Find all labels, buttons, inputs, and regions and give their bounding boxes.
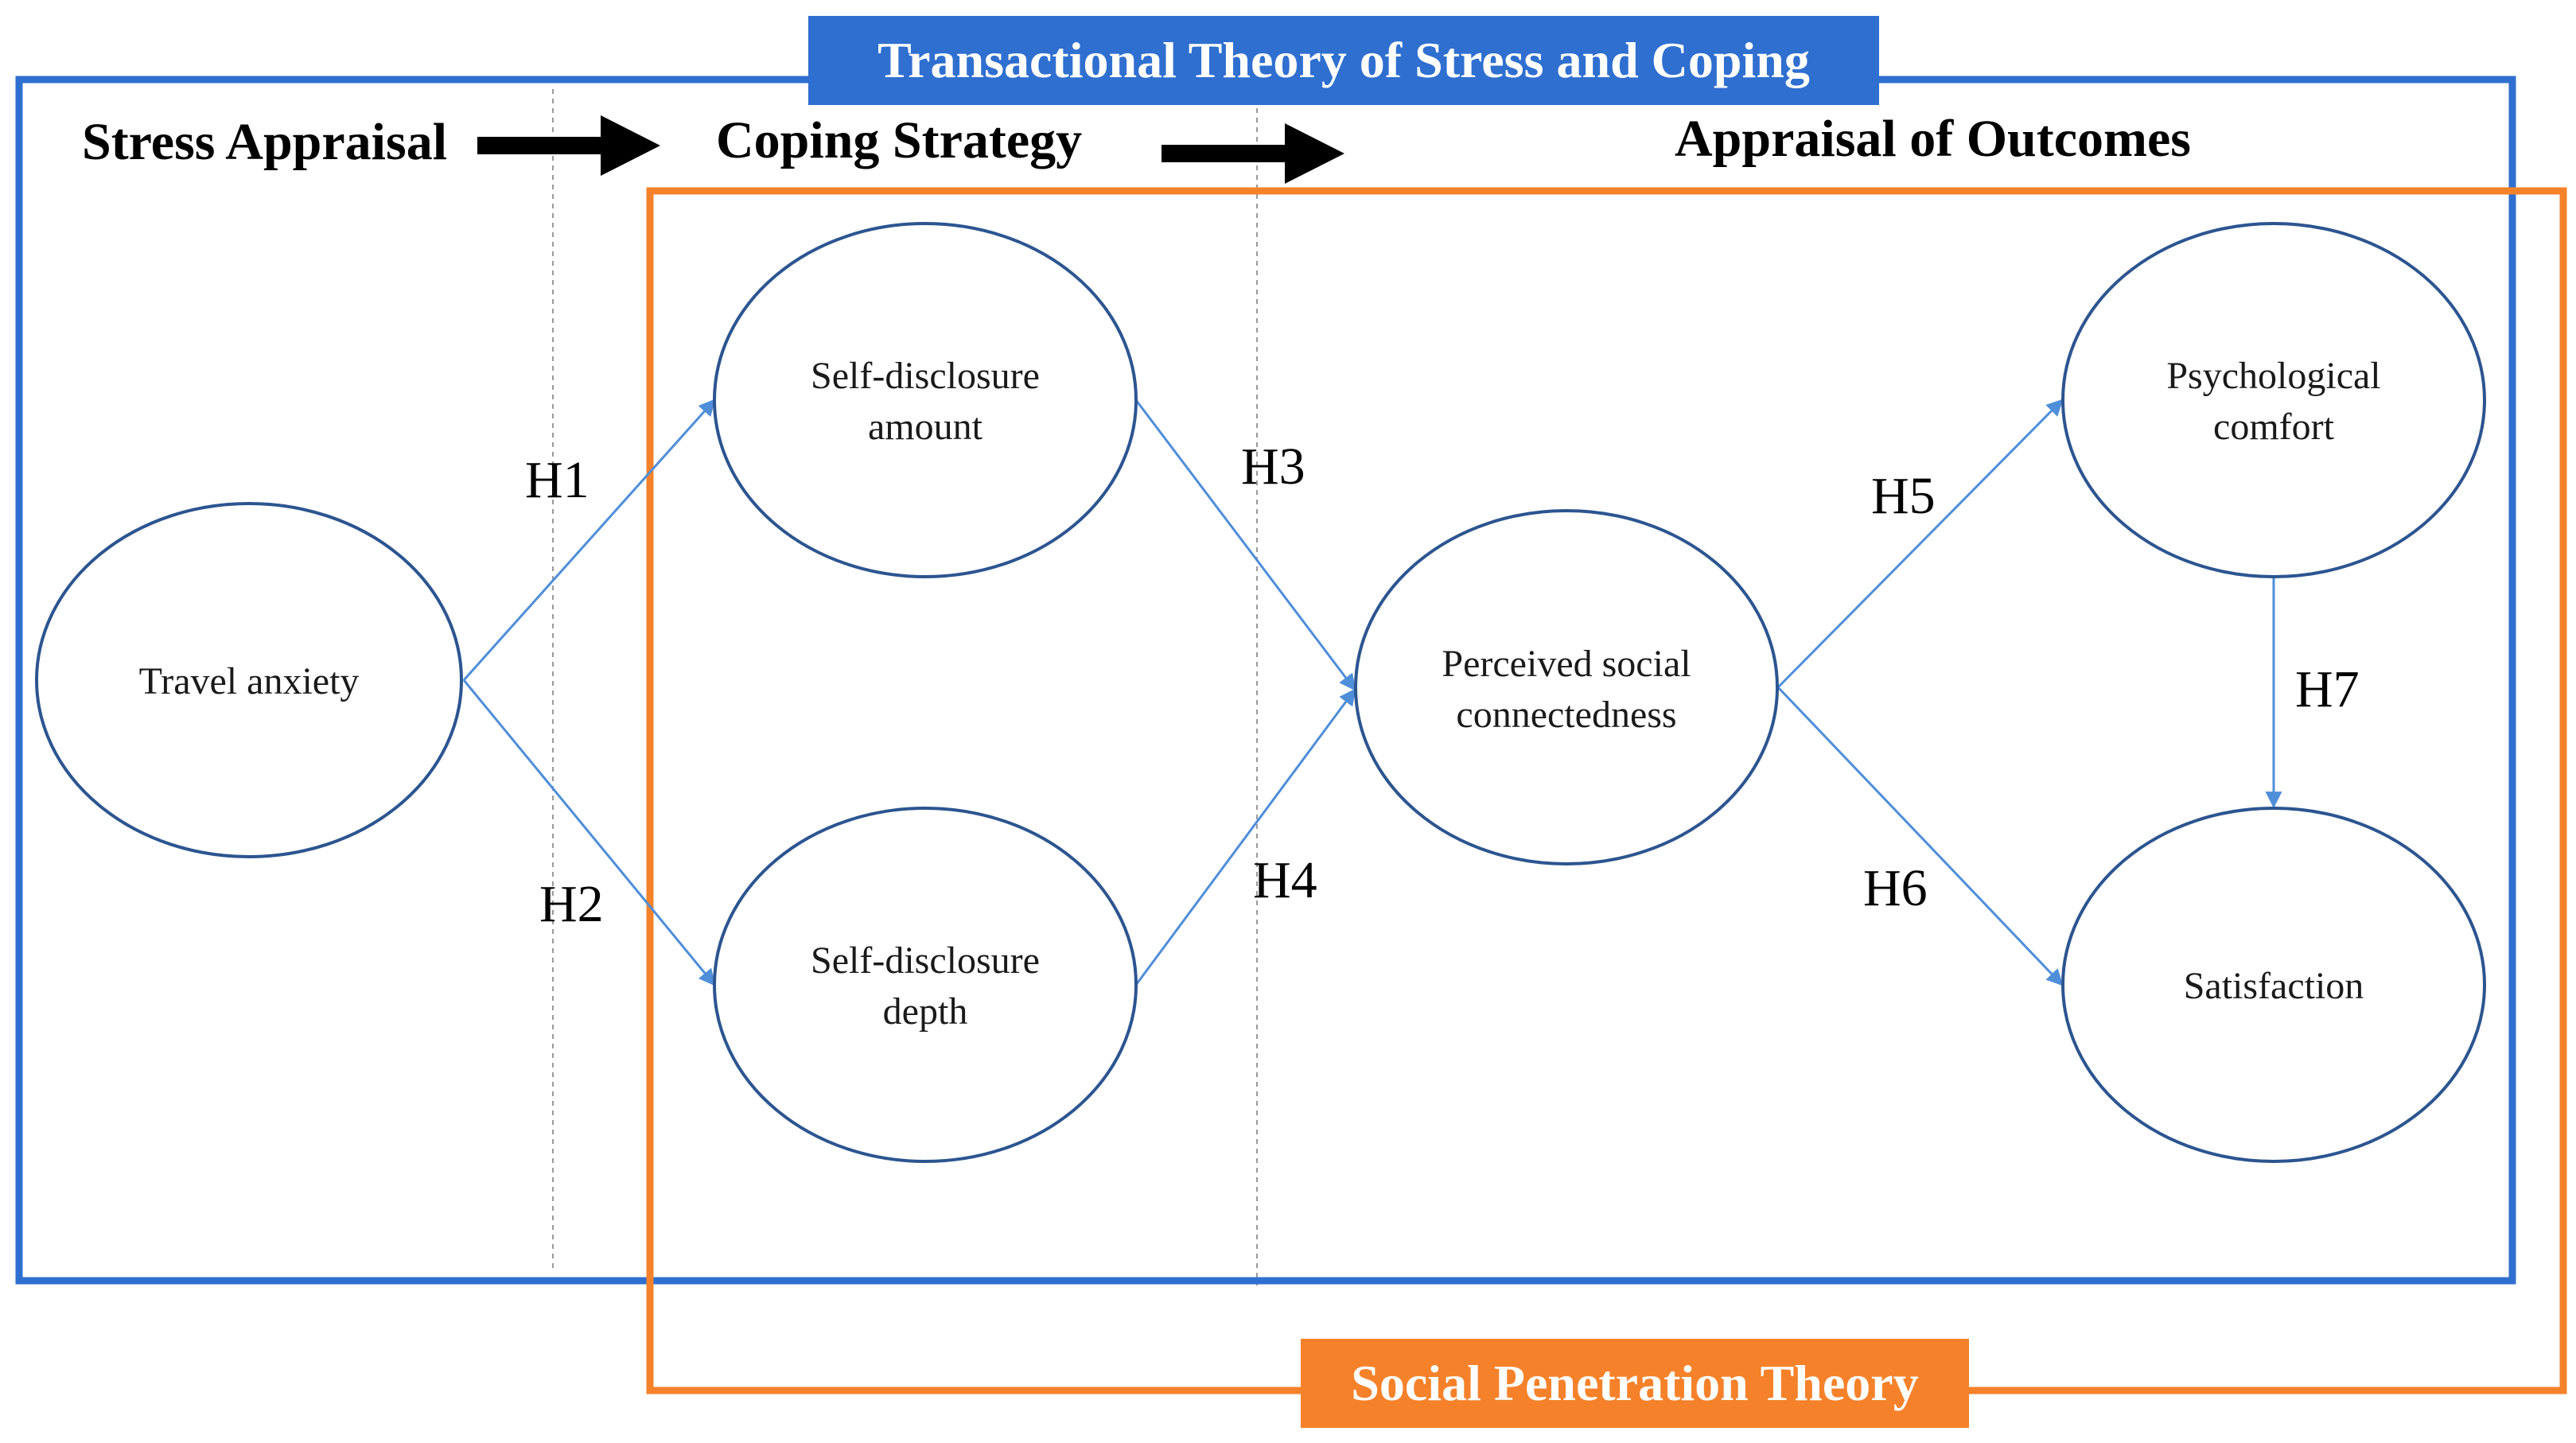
node-self-disclosure-depth: Self-disclosure depth [713,807,1138,1163]
node-satisfaction: Satisfaction [2061,807,2486,1163]
hypothesis-h4-label: H4 [1253,851,1317,909]
node-label-line: connectedness [1456,694,1676,736]
transactional-theory-title: Transactional Theory of Stress and Copin… [877,32,1810,88]
node-label-line: Travel anxiety [139,660,360,702]
hypothesis-h5-label: H5 [1871,467,1936,525]
hypothesis-h7-label: H7 [2295,660,2360,718]
stage-arrow-1 [477,115,660,176]
node-label-line: depth [883,990,968,1033]
node-self-disclosure-amount: Self-disclosure amount [713,222,1138,578]
stage-appraisal-of-outcomes: Appraisal of Outcomes [1675,110,2191,168]
path-h5-arrow [1776,399,2064,689]
social-penetration-theory-title: Social Penetration Theory [1351,1355,1918,1411]
path-h2-arrow [462,679,716,986]
stage-stress-appraisal: Stress Appraisal [82,113,447,171]
hypothesis-h2-label: H2 [539,875,604,933]
node-label-line: amount [868,406,983,448]
hypothesis-h3-label: H3 [1241,438,1306,496]
transactional-theory-banner [808,16,1879,105]
path-h6-arrow [1776,686,2064,986]
node-travel-anxiety: Travel anxiety [35,502,463,858]
hypothesis-h1-label: H1 [525,451,590,509]
path-h1-arrow [462,399,716,682]
stage-arrow-2 [1162,123,1344,184]
node-label-line: Psychological [2166,355,2380,397]
node-psychological-comfort: Psychological comfort [2061,222,2486,578]
node-label-line: Satisfaction [2184,965,2364,1007]
stage-coping-strategy: Coping Strategy [716,111,1082,169]
node-perceived-social-connectedness: Perceived social connectedness [1354,509,1779,865]
social-penetration-theory-banner [1301,1339,1969,1428]
node-label-line: Self-disclosure [811,939,1040,982]
node-label-line: Self-disclosure [811,355,1040,397]
hypothesis-h6-label: H6 [1863,859,1928,917]
path-h4-arrow [1134,688,1356,986]
node-label-line: Perceived social [1442,643,1691,685]
node-label-line: comfort [2213,406,2335,448]
path-h3-arrow [1134,399,1356,691]
